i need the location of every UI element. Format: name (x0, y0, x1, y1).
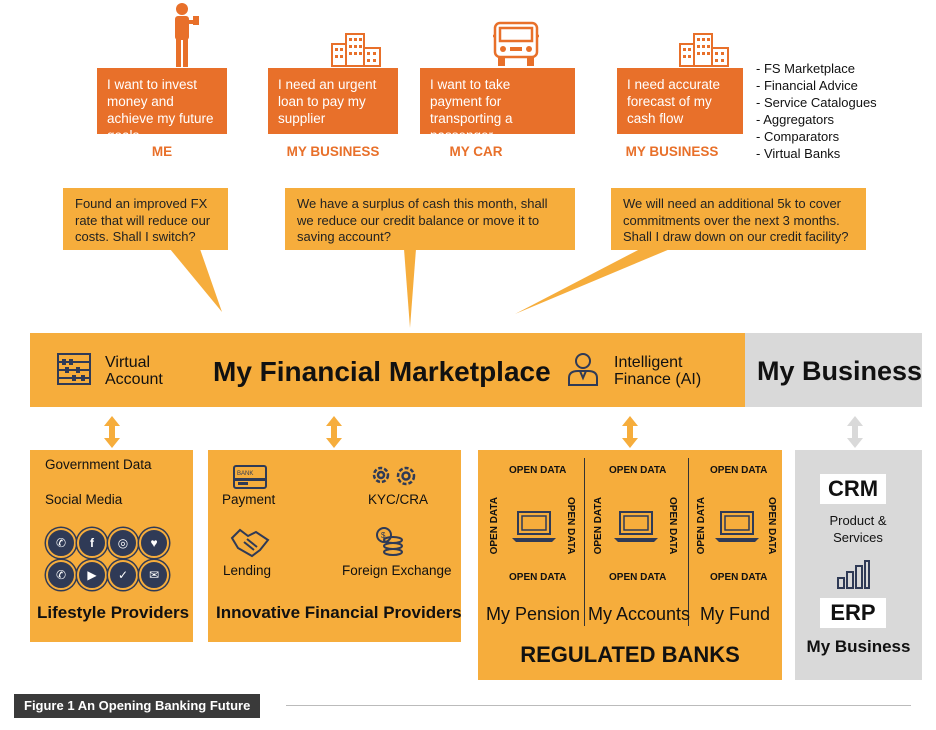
bank-card-text: BANK (237, 471, 253, 477)
need-box-forecast: I need accurate forecast of my cash flow (617, 68, 743, 134)
youtube-icon: ▶ (77, 560, 107, 590)
bubble-tails (170, 249, 670, 328)
person-icon (175, 3, 199, 67)
list-item: - Financial Advice (756, 78, 858, 93)
mail-icon: ✉ (139, 560, 169, 590)
my-business-title: My Business (757, 356, 923, 386)
regulated-banks-panel (478, 450, 782, 680)
role-label-me: ME (151, 144, 173, 159)
open-data-label: OPEN DATA (710, 465, 768, 476)
bar-chart-icon (837, 560, 870, 589)
lending-label: Lending (223, 563, 272, 578)
need-box-payment: I want to take payment for transporting … (420, 68, 575, 143)
need-box-invest: I want to invest money and achieve my fu… (97, 68, 227, 143)
laptop-icon (715, 511, 759, 542)
virtual-account-label: Virtual Account (105, 354, 163, 388)
intelligent-finance-label: Intelligent Finance (AI) (614, 354, 702, 388)
social-media-label: Social Media (45, 492, 123, 507)
handshake-icon (230, 528, 270, 558)
my-business-band (745, 333, 922, 407)
list-item: - Virtual Banks (756, 146, 841, 161)
role-label-my-business: MY BUSINESS (286, 144, 380, 159)
open-data-label: OPEN DATA (593, 497, 604, 555)
open-data-label: OPEN DATA (609, 572, 667, 583)
open-data-label: OPEN DATA (565, 497, 576, 555)
advisor-person-icon (568, 353, 598, 386)
my-fund-label: My Fund (700, 604, 771, 624)
abacus-icon (57, 353, 91, 385)
open-data-label: OPEN DATA (609, 465, 667, 476)
foreign-exchange-label: Foreign Exchange (342, 563, 452, 578)
role-label-my-car: MY CAR (449, 144, 503, 159)
lifestyle-title: Lifestyle Providers (37, 603, 190, 622)
list-item: - Service Catalogues (756, 95, 877, 110)
my-accounts-label: My Accounts (588, 604, 691, 624)
whatsapp-icon: ✆ (46, 560, 76, 590)
list-item: - Aggregators (756, 112, 835, 127)
open-data-label: OPEN DATA (667, 497, 678, 555)
open-data-label: OPEN DATA (509, 572, 567, 583)
arrows (104, 416, 863, 448)
coins-icon: $ (376, 527, 403, 556)
payment-label: Payment (222, 492, 276, 507)
laptop-icon (614, 511, 658, 542)
check-icon: ✓ (108, 560, 138, 590)
buildings-icon (679, 33, 729, 67)
crm-box: CRM (820, 474, 886, 504)
gears-icon (372, 466, 416, 486)
fs-marketplace-list: - FS Marketplace - Financial Advice - Se… (756, 60, 877, 162)
regulated-banks-title: REGULATED BANKS (520, 642, 740, 667)
government-data-label: Government Data (45, 457, 152, 472)
marketplace-band (30, 333, 745, 407)
bank-divider (688, 458, 689, 626)
svg-text:$: $ (381, 531, 386, 540)
bank-divider (584, 458, 585, 626)
role-label-my-business-2: MY BUSINESS (625, 144, 719, 159)
laptop-icon (512, 511, 556, 542)
bubble-credit: We will need an additional 5k to cover c… (611, 188, 866, 250)
open-data-label: OPEN DATA (696, 497, 707, 555)
open-data-label: OPEN DATA (489, 497, 500, 555)
open-data-label: OPEN DATA (509, 465, 567, 476)
need-box-loan: I need an urgent loan to pay my supplier (268, 68, 398, 134)
open-data-label: OPEN DATA (710, 572, 768, 583)
my-business-panel-title: My Business (806, 637, 911, 656)
bubble-fx: Found an improved FX rate that will redu… (63, 188, 228, 250)
open-data-label: OPEN DATA (766, 497, 777, 555)
car-icon (493, 21, 539, 66)
marketplace-title: My Financial Marketplace (213, 356, 551, 387)
phone-icon: ✆ (46, 528, 76, 558)
kyc-label: KYC/CRA (368, 492, 429, 507)
erp-box: ERP (820, 598, 886, 628)
buildings-icon (331, 33, 381, 67)
bubble-surplus: We have a surplus of cash this month, sh… (285, 188, 575, 250)
innovative-title: Innovative Financial Providers (216, 603, 462, 622)
twitter-icon: ♥ (139, 528, 169, 558)
list-item: - Comparators (756, 129, 840, 144)
caption-rule (286, 705, 911, 706)
my-pension-label: My Pension (486, 604, 581, 624)
product-services-label: Product & Services (829, 513, 887, 545)
instagram-icon: ◎ (108, 528, 138, 558)
facebook-icon: f (77, 528, 107, 558)
figure-caption: Figure 1 An Opening Banking Future (14, 694, 261, 718)
list-item: - FS Marketplace (756, 61, 855, 76)
bank-card-icon: BANK (233, 465, 267, 489)
